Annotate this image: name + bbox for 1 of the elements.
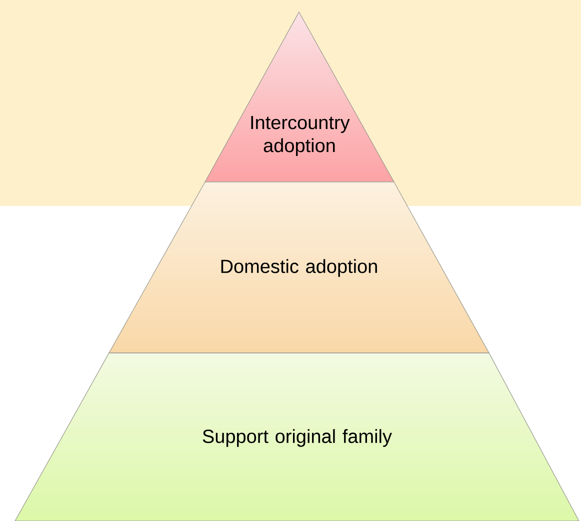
pyramid-level: Support original family: [14, 352, 580, 521]
